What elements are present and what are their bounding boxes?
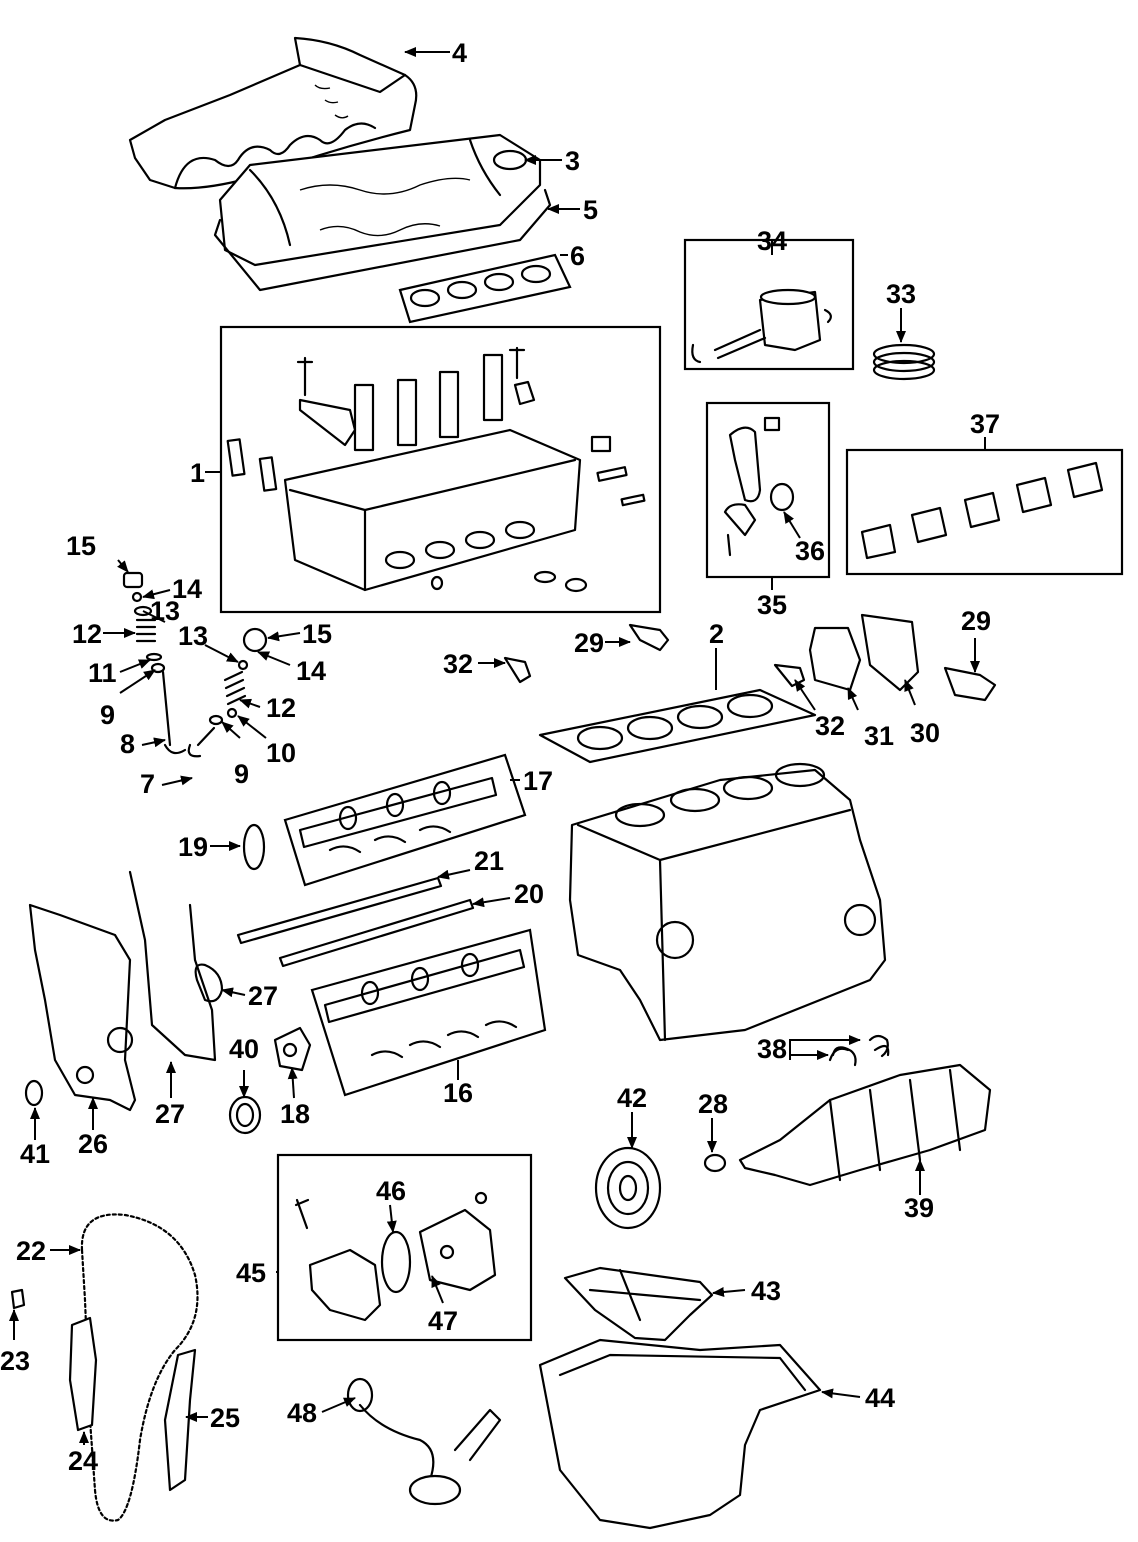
callout-36: 36 [795, 536, 825, 566]
timing-chain [80, 1213, 199, 1522]
callout-12-left: 12 [72, 619, 102, 649]
callout-31: 31 [864, 721, 894, 751]
intake-camshaft-group [283, 753, 527, 887]
engine-cover [128, 36, 418, 190]
callout-23: 23 [0, 1346, 30, 1376]
callout-37: 37 [970, 409, 1000, 439]
callout-3: 3 [565, 146, 580, 176]
callout-labels: 4 3 5 6 1 34 33 37 36 35 2 29 29 32 32 3… [0, 38, 1000, 1476]
callout-44: 44 [865, 1383, 895, 1413]
callout-29-left: 29 [574, 628, 604, 658]
oil-pickup [346, 1377, 502, 1506]
callout-27-bottom: 27 [155, 1099, 185, 1129]
callout-24: 24 [68, 1446, 98, 1476]
chain-guides [68, 1316, 197, 1492]
callout-12-right: 12 [266, 693, 296, 723]
callout-38: 38 [757, 1034, 787, 1064]
connecting-rod-group [705, 401, 831, 579]
callout-29-right: 29 [961, 606, 991, 636]
callout-18: 18 [280, 1099, 310, 1129]
callout-30: 30 [910, 718, 940, 748]
crankshaft [738, 1044, 992, 1187]
callout-7: 7 [140, 769, 155, 799]
callout-5: 5 [583, 195, 598, 225]
callout-27-right: 27 [248, 981, 278, 1011]
rocker-shafts [236, 876, 475, 968]
main-bearings-group [845, 448, 1124, 576]
callout-40: 40 [229, 1034, 259, 1064]
callout-28: 28 [698, 1089, 728, 1119]
tensioner-bolt [10, 1288, 26, 1310]
oil-pump-group [276, 1153, 533, 1342]
callout-4: 4 [452, 38, 467, 68]
callout-21: 21 [474, 846, 504, 876]
timing-cover-gaskets [808, 613, 920, 692]
callout-17: 17 [523, 766, 553, 796]
callout-41: 41 [20, 1139, 50, 1169]
callout-16: 16 [443, 1078, 473, 1108]
cylinder-head-group [219, 325, 662, 614]
timing-cover-gasket [128, 870, 224, 1062]
head-gasket [538, 688, 817, 764]
callout-2: 2 [709, 619, 724, 649]
callout-14-right: 14 [296, 656, 326, 686]
callout-42: 42 [617, 1083, 647, 1113]
callout-46: 46 [376, 1176, 406, 1206]
callout-13-left: 13 [150, 596, 180, 626]
exhaust-camshaft-group [310, 928, 547, 1097]
callout-15-right: 15 [302, 619, 332, 649]
cam-sprocket [242, 823, 266, 871]
callout-14-left: 14 [172, 574, 202, 604]
crank-key [703, 1153, 727, 1173]
valve-train-parts [122, 571, 268, 758]
crank-bearing-halves [831, 1034, 889, 1067]
callout-20: 20 [514, 879, 544, 909]
callout-26: 26 [78, 1129, 108, 1159]
callout-13-right: 13 [178, 621, 208, 651]
callout-32-left: 32 [443, 649, 473, 679]
callout-22: 22 [16, 1236, 46, 1266]
callout-15-left: 15 [66, 531, 96, 561]
front-seal [24, 1079, 44, 1107]
callout-48: 48 [287, 1398, 317, 1428]
callout-34: 34 [757, 226, 787, 256]
idler-pulley [273, 1026, 312, 1072]
piston-group [683, 238, 855, 371]
callout-39: 39 [904, 1193, 934, 1223]
crank-seal [228, 1095, 262, 1135]
callout-32-right: 32 [815, 711, 845, 741]
callout-35: 35 [757, 590, 787, 620]
callout-6: 6 [570, 241, 585, 271]
callout-9-right: 9 [234, 759, 249, 789]
engine-block [568, 762, 887, 1042]
piston-rings [872, 343, 936, 381]
callout-1: 1 [190, 458, 205, 488]
callout-11: 11 [88, 658, 117, 688]
callout-25: 25 [210, 1403, 240, 1433]
baffle-plate [563, 1266, 714, 1342]
callout-8: 8 [120, 729, 135, 759]
callout-10: 10 [266, 738, 296, 768]
oil-pan [538, 1338, 822, 1530]
callout-19: 19 [178, 832, 208, 862]
crank-pulley [594, 1146, 662, 1230]
callout-9-left: 9 [100, 700, 115, 730]
valve-cover [213, 133, 552, 292]
leader-lines [9, 47, 986, 1445]
callout-47: 47 [428, 1306, 458, 1336]
plug-seals-group [398, 253, 572, 324]
callout-33: 33 [886, 279, 916, 309]
callout-45: 45 [236, 1258, 266, 1288]
callout-43: 43 [751, 1276, 781, 1306]
timing-cover [28, 903, 137, 1112]
